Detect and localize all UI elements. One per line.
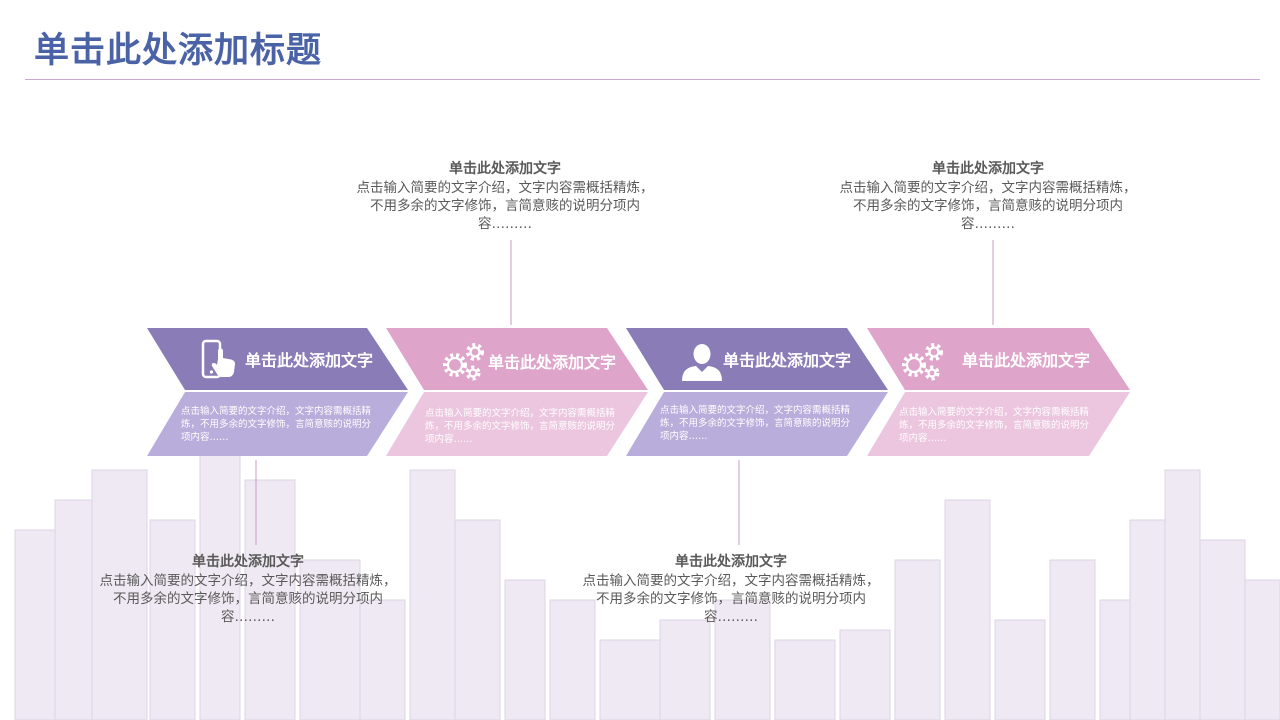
step-3-label[interactable]: 单击此处添加文字 bbox=[723, 328, 851, 390]
step-4-label[interactable]: 单击此处添加文字 bbox=[962, 328, 1090, 390]
step-3-description[interactable]: 点击输入简要的文字介绍，文字内容需概括精炼，不用多余的文字修饰，言简意赅的说明分… bbox=[660, 404, 850, 443]
step-4-description[interactable]: 点击输入简要的文字介绍，文字内容需概括精炼，不用多余的文字修饰，言简意赅的说明分… bbox=[899, 406, 1089, 445]
step-1-label[interactable]: 单击此处添加文字 bbox=[245, 328, 373, 390]
step-2-label[interactable]: 单击此处添加文字 bbox=[488, 330, 616, 392]
gears-icon bbox=[900, 341, 946, 381]
callout-bottom-left[interactable]: 单击此处添加文字 点击输入简要的文字介绍，文字内容需概括精炼，不用多余的文字修饰… bbox=[98, 553, 398, 626]
callout-title: 单击此处添加文字 bbox=[355, 160, 655, 179]
callout-title: 单击此处添加文字 bbox=[581, 553, 881, 572]
step-1-description[interactable]: 点击输入简要的文字介绍，文字内容需概括精炼，不用多余的文字修饰，言简意赅的说明分… bbox=[181, 405, 371, 444]
callout-body: 点击输入简要的文字介绍，文字内容需概括精炼，不用多余的文字修饰，言简意赅的说明分… bbox=[581, 572, 881, 626]
user-icon bbox=[680, 341, 724, 381]
callout-title: 单击此处添加文字 bbox=[98, 553, 398, 572]
callout-body: 点击输入简要的文字介绍，文字内容需概括精炼，不用多余的文字修饰，言简意赅的说明分… bbox=[838, 179, 1138, 233]
callout-top-left[interactable]: 单击此处添加文字 点击输入简要的文字介绍，文字内容需概括精炼，不用多余的文字修饰… bbox=[355, 160, 655, 233]
callout-title: 单击此处添加文字 bbox=[838, 160, 1138, 179]
callout-top-right[interactable]: 单击此处添加文字 点击输入简要的文字介绍，文字内容需概括精炼，不用多余的文字修饰… bbox=[838, 160, 1138, 233]
callout-bottom-center[interactable]: 单击此处添加文字 点击输入简要的文字介绍，文字内容需概括精炼，不用多余的文字修饰… bbox=[581, 553, 881, 626]
step-2-description[interactable]: 点击输入简要的文字介绍，文字内容需概括精炼，不用多余的文字修饰，言简意赅的说明分… bbox=[425, 407, 615, 446]
callout-body: 点击输入简要的文字介绍，文字内容需概括精炼，不用多余的文字修饰，言简意赅的说明分… bbox=[355, 179, 655, 233]
gears-icon bbox=[441, 341, 487, 381]
callout-body: 点击输入简要的文字介绍，文字内容需概括精炼，不用多余的文字修饰，言简意赅的说明分… bbox=[98, 572, 398, 626]
touch-phone-icon bbox=[200, 339, 242, 381]
